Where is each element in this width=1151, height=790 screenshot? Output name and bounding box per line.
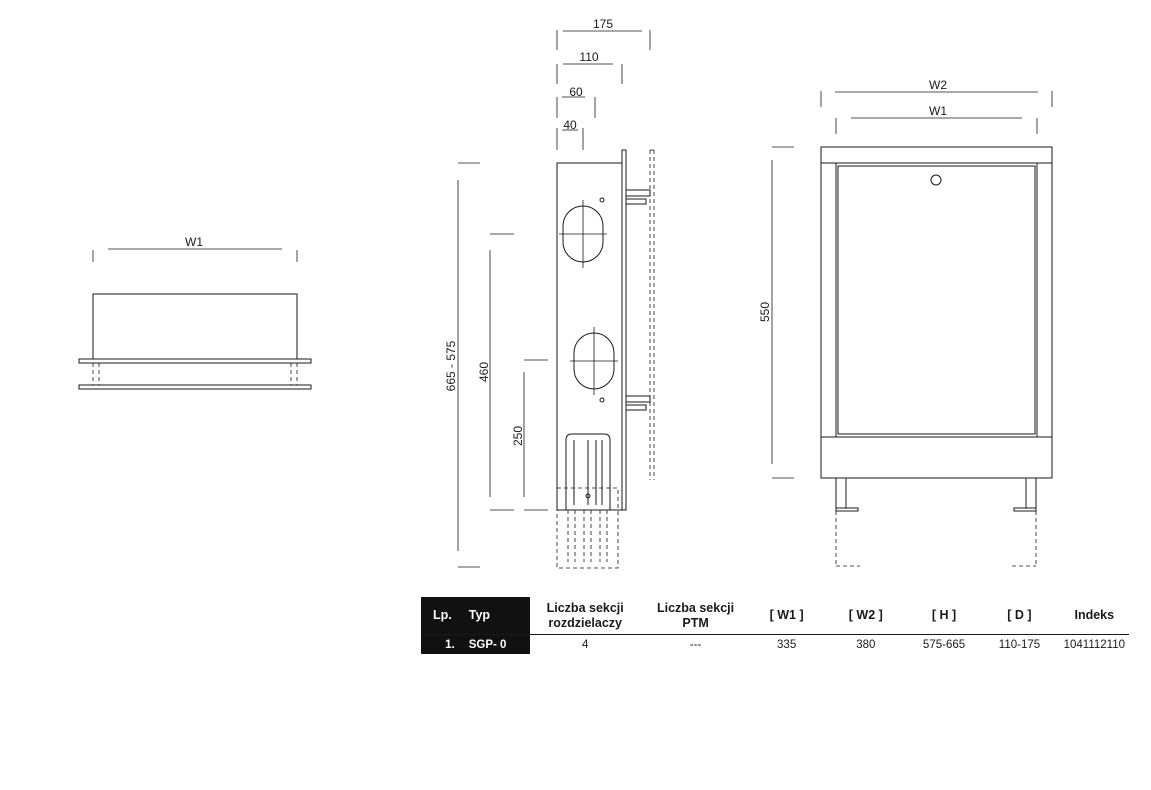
col-w2-header: [ W2 ] xyxy=(822,597,909,635)
col-h-header: [ H ] xyxy=(908,597,980,635)
cell-w2: 380 xyxy=(856,638,876,651)
cell-w1: 335 xyxy=(777,638,797,651)
table-row: 1. SGP- 0 4 --- 335 380 575-665 110-175 … xyxy=(421,634,1129,654)
front-view: W2 W1 550 xyxy=(758,78,1053,567)
cell-indeks: 1041112110 xyxy=(1063,638,1125,651)
front-550-label: 550 xyxy=(758,302,772,322)
col-ptm-line1: Liczba sekcji xyxy=(656,600,735,615)
col-d-header: [ D ] xyxy=(979,597,1060,635)
col-sections-line1: Liczba sekcji xyxy=(546,600,624,615)
col-ptm-header: Liczba sekcji PTM xyxy=(640,597,751,635)
spec-table: Lp. Typ Liczba sekcji rozdzielaczy Liczb… xyxy=(421,597,1129,654)
dim-175-label: 175 xyxy=(593,17,613,31)
col-typ-header: Typ xyxy=(462,597,530,635)
top-w1-label: W1 xyxy=(185,235,203,249)
dim-110-label: 110 xyxy=(579,50,598,64)
col-ptm-line2: PTM xyxy=(682,615,709,630)
col-indeks-header: Indeks xyxy=(1059,597,1129,635)
side-view: 175 110 60 40 665 - 575 460 250 xyxy=(444,17,655,569)
top-view: W1 xyxy=(78,235,312,390)
col-w1-header: [ W1 ] xyxy=(750,597,823,635)
cell-sections: 4 xyxy=(581,638,589,651)
cell-lp: 1. xyxy=(421,634,463,654)
table-header-row: Lp. Typ Liczba sekcji rozdzielaczy Liczb… xyxy=(421,597,1129,635)
dim-height-label: 665 - 575 xyxy=(444,340,458,391)
cell-d: 110-175 xyxy=(998,638,1041,651)
front-w1-label: W1 xyxy=(929,104,947,118)
front-w2-label: W2 xyxy=(929,78,947,92)
col-sections-header: Liczba sekcji rozdzielaczy xyxy=(529,597,641,635)
cell-h: 575-665 xyxy=(922,638,966,651)
dim-40-label: 40 xyxy=(563,118,577,132)
dim-60-label: 60 xyxy=(569,85,583,99)
col-sections-line2: rozdzielaczy xyxy=(548,615,623,630)
dim-460-label: 460 xyxy=(477,362,491,382)
cell-ptm: --- xyxy=(689,638,702,651)
cell-typ: SGP- 0 xyxy=(462,634,530,654)
col-lp-header: Lp. xyxy=(421,597,463,635)
dim-250-label: 250 xyxy=(511,426,525,446)
